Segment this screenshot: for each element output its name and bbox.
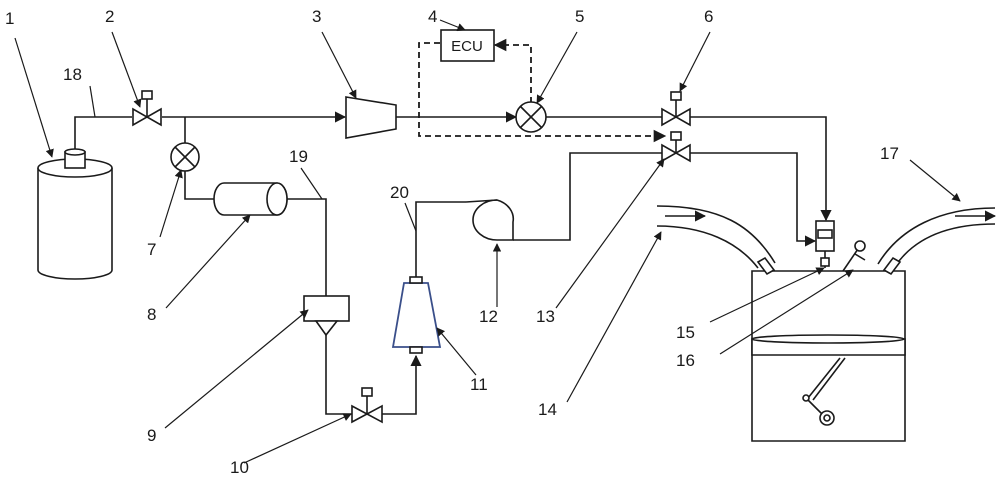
pipelines	[74, 111, 832, 415]
ecu-signal-lines	[418, 38, 667, 143]
pipe-pump-to-valve13	[513, 152, 662, 241]
callout-16: 16	[676, 351, 695, 370]
callout-3: 3	[312, 7, 321, 26]
solenoid-valve-6	[661, 91, 691, 127]
solenoid-valve-13	[661, 131, 691, 163]
callout-12: 12	[479, 307, 498, 326]
pump-12	[465, 199, 515, 241]
exhaust-port-17	[877, 207, 997, 276]
callout-2: 2	[105, 7, 114, 26]
callout-5: 5	[575, 7, 584, 26]
storage-tank-8	[213, 182, 288, 216]
callout-8: 8	[147, 305, 156, 324]
pipe-tank-to-valve2	[74, 116, 132, 152]
pipe-valve6-to-injector	[690, 116, 832, 222]
callout-19: 19	[289, 147, 308, 166]
callout-4: 4	[428, 7, 437, 26]
callout-14: 14	[538, 400, 557, 419]
reactor-11	[391, 276, 442, 354]
separator-9	[303, 295, 350, 342]
signal-meter5-to-ecu	[493, 38, 532, 103]
intake-port-14	[656, 205, 776, 276]
pipe-tank8-to-separator	[286, 198, 327, 296]
callout-leaders	[14, 19, 961, 464]
callout-9: 9	[147, 426, 156, 445]
compressor-3	[345, 96, 397, 139]
gas-injector-15	[815, 220, 835, 268]
callout-17: 17	[880, 144, 899, 163]
callout-7: 7	[147, 240, 156, 259]
callout-numbers: 1 2 3 4 5 6 7 8 9 10 11 12 13 14 15 16 1…	[5, 7, 899, 477]
ecu-box: ECU	[440, 29, 495, 62]
spark-plug-16	[842, 240, 866, 272]
solenoid-valve-2	[132, 90, 162, 127]
callout-13: 13	[536, 307, 555, 326]
callout-15: 15	[676, 323, 695, 342]
pipe-valve10-to-reactor	[382, 354, 422, 415]
pipe-valve13-to-injector	[690, 152, 817, 247]
callout-20: 20	[390, 183, 409, 202]
callout-11: 11	[470, 375, 488, 394]
signal-ecu-to-valve13	[418, 42, 667, 143]
solenoid-valve-10	[351, 387, 383, 424]
pipe-meter7-to-tank8	[184, 171, 215, 200]
callout-18: 18	[63, 65, 82, 84]
pipe-reactor-to-pump	[415, 201, 466, 277]
flow-meter-5	[515, 101, 547, 133]
callout-10: 10	[230, 458, 249, 477]
gas-tank-1	[37, 148, 113, 280]
engine-cylinder	[751, 270, 906, 442]
callout-6: 6	[704, 7, 713, 26]
ecu-label: ECU	[451, 38, 483, 55]
pipe-separator-to-valve10	[325, 342, 352, 415]
flow-meter-7	[170, 142, 200, 172]
callout-1: 1	[5, 9, 14, 28]
